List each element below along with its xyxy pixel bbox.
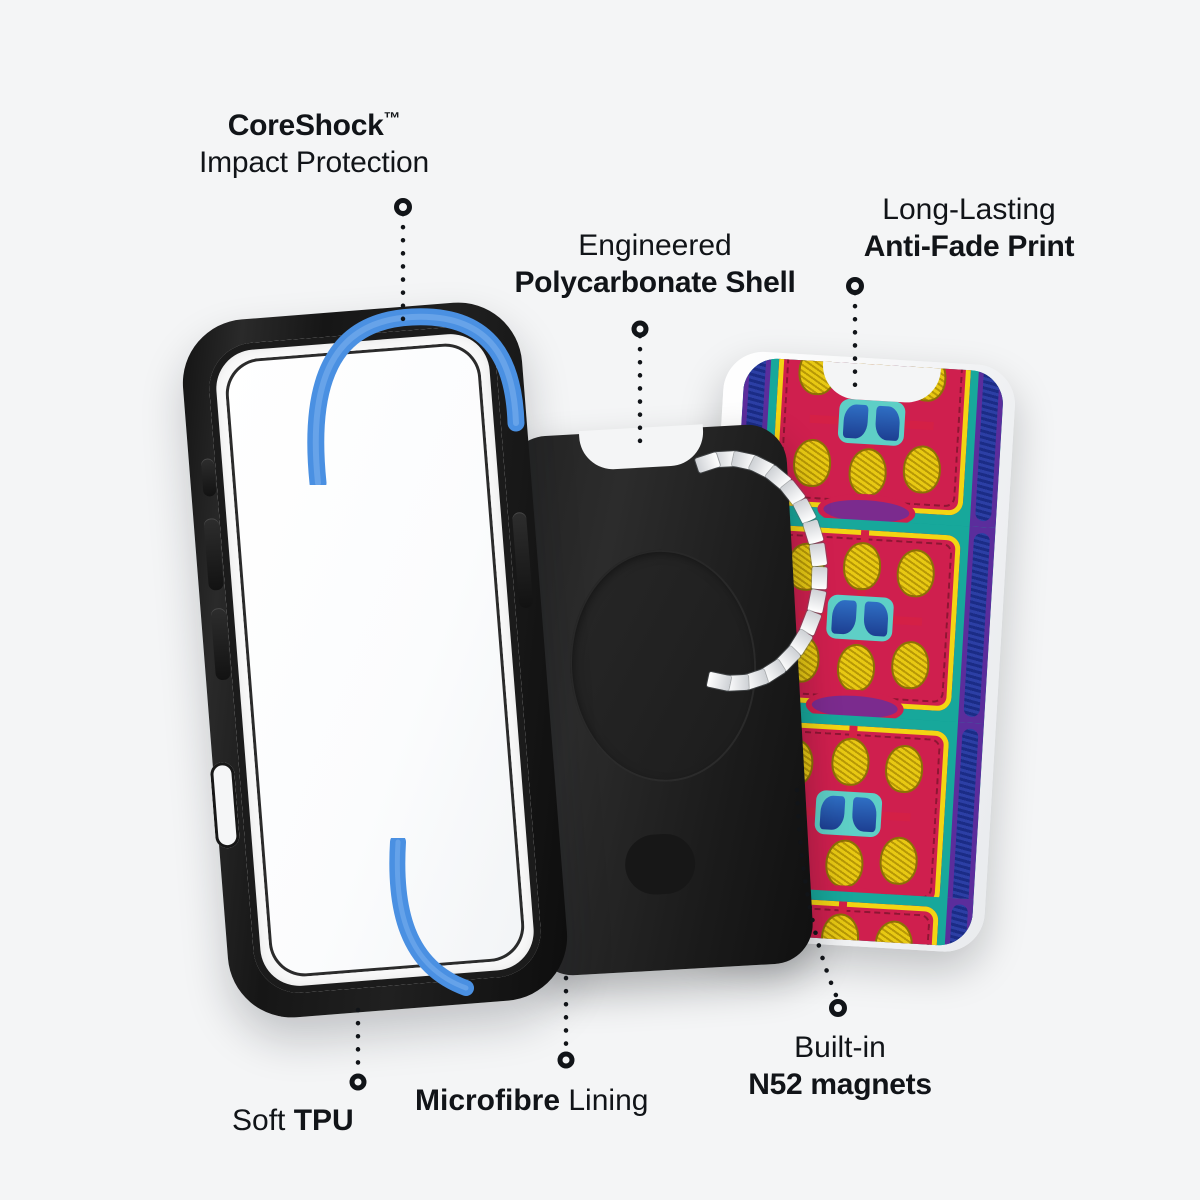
n52-line2: N52 magnets	[748, 1067, 932, 1101]
leader-ring-coreshock	[394, 198, 412, 216]
coreshock-line1: CoreShock™	[227, 109, 401, 142]
antifade-line1: Long-Lasting	[882, 193, 1056, 226]
microfibre-bold: Microfibre	[415, 1084, 561, 1117]
label-coreshock: CoreShock™ Impact Protection	[190, 108, 438, 181]
tpu-accent-top	[307, 308, 525, 485]
n52-magnet-ring	[630, 447, 832, 695]
leader-ring-microfibre	[557, 1051, 575, 1069]
magnet-segment	[802, 519, 824, 545]
trademark-symbol: ™	[383, 109, 401, 128]
polycarbonate-line1: Engineered	[578, 229, 732, 262]
label-soft-tpu: Soft TPU	[232, 1103, 354, 1140]
label-polycarbonate: Engineered Polycarbonate Shell	[490, 228, 820, 301]
label-microfibre-lining: Microfibre Lining	[415, 1083, 648, 1120]
leader-ring-polycarbonate	[631, 320, 649, 338]
label-n52-magnets: Built-in N52 magnets	[745, 1030, 935, 1103]
antifade-line2: Anti-Fade Print	[863, 229, 1075, 263]
polycarbonate-line2: Polycarbonate Shell	[514, 265, 796, 299]
tpu-accent-bottom	[389, 838, 474, 996]
magnet-segment	[694, 452, 720, 474]
leader-ring-n52	[829, 999, 847, 1017]
magnet-segment	[808, 542, 827, 567]
tpu-bold: TPU	[293, 1104, 354, 1137]
n52-line1: Built-in	[794, 1031, 886, 1064]
leader-ring-antifade	[846, 277, 864, 295]
coreshock-line2: Impact Protection	[198, 145, 430, 179]
magnet-segment	[811, 566, 827, 590]
leader-ring-tpu	[349, 1073, 367, 1091]
shell-slot	[623, 832, 697, 897]
tpu-regular: Soft	[232, 1104, 294, 1137]
magnet-segment	[806, 588, 826, 614]
label-anti-fade-print: Long-Lasting Anti-Fade Print	[840, 192, 1098, 265]
microfibre-regular: Lining	[560, 1084, 649, 1117]
